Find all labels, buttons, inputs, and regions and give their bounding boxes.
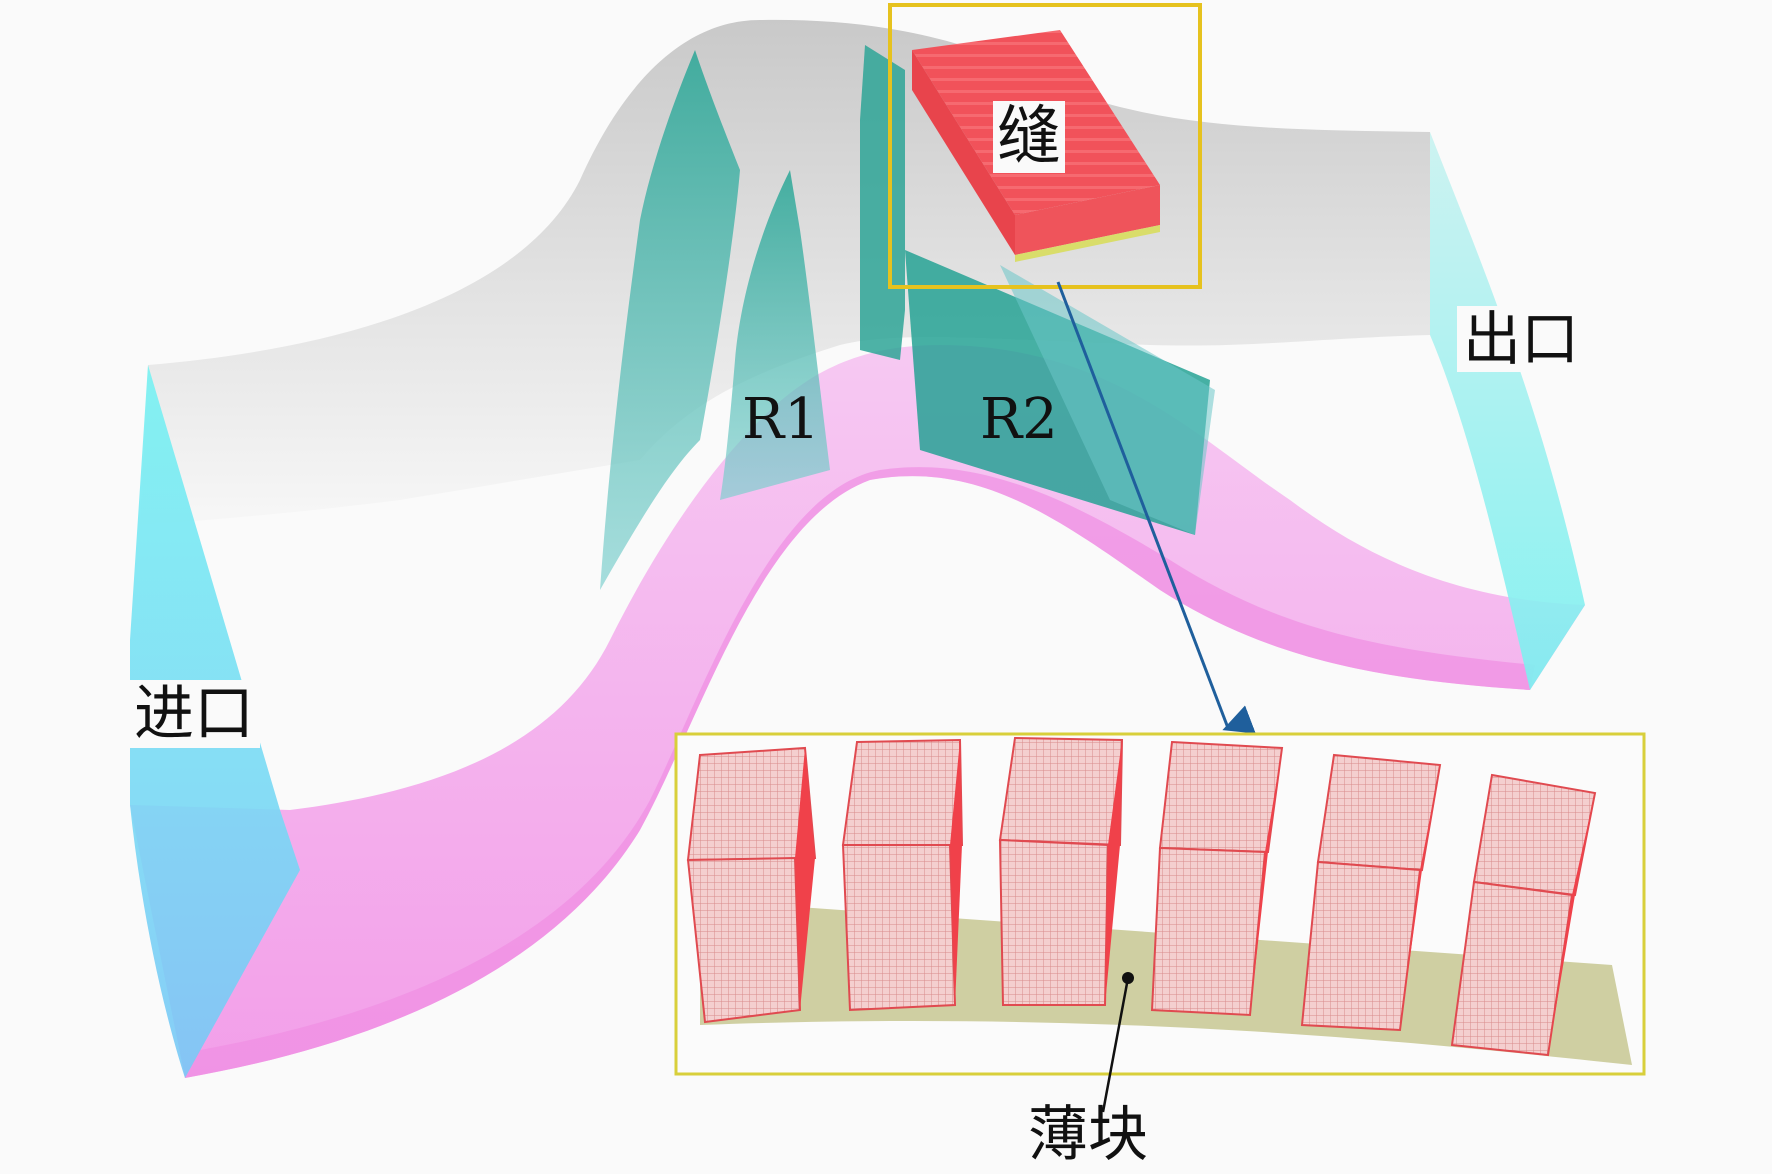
outlet-label: 出口 xyxy=(1457,306,1586,372)
thin-block-2 xyxy=(841,738,964,1012)
r1-blade-a xyxy=(600,50,740,590)
thin-block-label: 薄块 xyxy=(1028,1100,1148,1170)
rotor2-label: R2 xyxy=(980,387,1058,452)
thin-block-leader-dot xyxy=(1122,972,1134,984)
thin-block-3 xyxy=(998,736,1124,1006)
r2-blade-c xyxy=(1000,265,1215,535)
thin-block-leader xyxy=(1101,977,1130,1113)
rotor1-label: R1 xyxy=(742,387,820,452)
zoom-arrow xyxy=(1056,281,1256,734)
slot-label: 缝 xyxy=(993,101,1065,173)
r2-blade-a xyxy=(860,45,905,360)
r1-blade-b xyxy=(720,170,830,500)
hub-surface xyxy=(130,345,1585,1078)
outlet-face xyxy=(1430,132,1585,690)
slot-highlight-frame xyxy=(888,3,1202,289)
thin-block-5 xyxy=(1300,753,1442,1032)
thin-block-4 xyxy=(1150,740,1284,1017)
thin-block-1 xyxy=(686,746,817,1024)
inlet-label: 进口 xyxy=(128,680,260,748)
inset-blocks xyxy=(686,736,1597,1057)
thin-block-6 xyxy=(1450,773,1597,1057)
